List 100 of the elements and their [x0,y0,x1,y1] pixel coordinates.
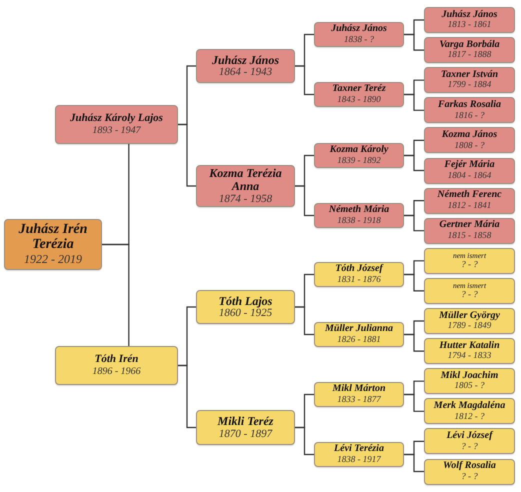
life-dates: ? - ? [461,260,478,270]
person-box [314,322,404,347]
person-box [424,398,515,424]
life-dates: 1815 - 1858 [448,230,492,241]
person-box [314,442,404,467]
person-box [424,218,515,244]
life-dates: 1874 - 1958 [218,192,272,205]
life-dates: 1805 - ? [454,381,484,392]
life-dates: 1812 - 1841 [448,200,492,211]
connector-line [404,154,424,172]
life-dates: 1789 - 1849 [448,321,492,332]
connector-line [102,244,130,346]
person-box [55,105,178,144]
life-dates: 1870 - 1897 [218,428,272,440]
connector-line [295,185,314,216]
person-box [424,37,515,64]
person-box [424,188,515,214]
person-box [424,158,515,184]
person-name: Fejér Mária [444,160,495,171]
person-name: Juhász János [442,10,498,20]
life-dates: 1833 - 1877 [337,394,381,405]
person-name: Tóth Lajos [218,294,272,308]
person-box [424,127,515,154]
connector-line [404,274,424,292]
person-name: Wolf Rosalia [443,461,496,472]
life-dates: 1860 - 1925 [218,307,272,320]
person-box [314,143,404,168]
life-dates: 1864 - 1943 [218,66,272,78]
connector-line [404,454,424,472]
person-name: Gertner Mária [439,220,500,231]
person-box [424,428,515,454]
person-box [424,338,515,364]
person-name: Juhász János [212,54,280,66]
person-name: Merk Magdaléna [434,401,506,412]
person-box [424,368,515,394]
person-name: Taxner Teréz [332,84,386,95]
person-name: Kozma Terézia Anna [208,167,283,193]
person-name: Mikl Márton [332,384,386,395]
life-dates: 1838 - 1918 [337,216,381,226]
life-dates: ? - ? [461,442,478,452]
person-box [424,278,515,304]
person-name: Németh Mária [328,205,390,216]
person-name: Tóth József [335,264,383,275]
connector-line [178,124,196,187]
life-dates: 1839 - 1892 [337,156,381,166]
person-box [424,67,515,94]
life-dates: 1922 - 2019 [24,252,82,266]
connector-line [295,426,314,456]
person-box [314,382,404,407]
person-box [424,248,515,274]
life-dates: 1804 - 1864 [448,170,492,181]
life-dates: ? - ? [461,472,478,482]
person-box [196,165,295,207]
connector-line [404,334,424,352]
person-box [4,219,102,270]
person-box [424,7,515,33]
person-box [196,49,295,83]
person-name: Kozma János [442,130,498,141]
life-dates: 1838 - 1917 [337,454,381,465]
person-name: Juhász János [331,24,387,35]
connector-line [404,94,424,111]
person-box [424,458,515,484]
life-dates: 1843 - 1890 [337,94,381,105]
connector-line [404,34,424,51]
life-dates: 1817 - 1888 [448,50,492,60]
person-name: Tóth Irén [94,354,138,366]
life-dates: 1799 - 1884 [448,80,492,90]
person-box [55,346,178,385]
person-name: Müller Julianna [324,324,394,335]
person-name: Lévi József [446,431,492,442]
life-dates: 1838 - ? [344,34,374,45]
person-box [196,410,295,445]
life-dates: 1794 - 1833 [448,351,492,362]
connector-line [295,306,314,336]
person-box [424,97,515,124]
life-dates: 1826 - 1881 [337,334,381,345]
life-dates: 1812 - ? [454,412,484,422]
life-dates: 1816 - ? [454,110,484,120]
person-name: Lévi Terézia [334,444,384,455]
life-dates: ? - ? [461,290,478,300]
person-name: Farkas Rosalia [438,100,502,111]
person-name: Taxner István [440,70,498,80]
person-box [314,262,404,287]
life-dates: 1808 - ? [454,140,484,151]
life-dates: 1813 - 1861 [448,20,492,30]
person-name: Juhász Irén Terézia [18,223,88,253]
connector-line [404,394,424,412]
connector-line [178,364,196,428]
person-name: Müller György [439,310,500,322]
person-name: Juhász Károly Lajos [70,113,163,125]
person-name: Németh Ferenc [437,190,502,201]
person-name: Mikli Teréz [218,415,274,428]
person-box [314,82,404,107]
person-name: Varga Borbála [439,40,500,50]
person-box [314,203,404,228]
life-dates: 1831 - 1876 [337,274,381,285]
life-dates: 1893 - 1947 [92,124,141,136]
person-name: Hutter Katalin [439,340,500,352]
connector-line [404,214,424,232]
person-box [424,308,515,334]
